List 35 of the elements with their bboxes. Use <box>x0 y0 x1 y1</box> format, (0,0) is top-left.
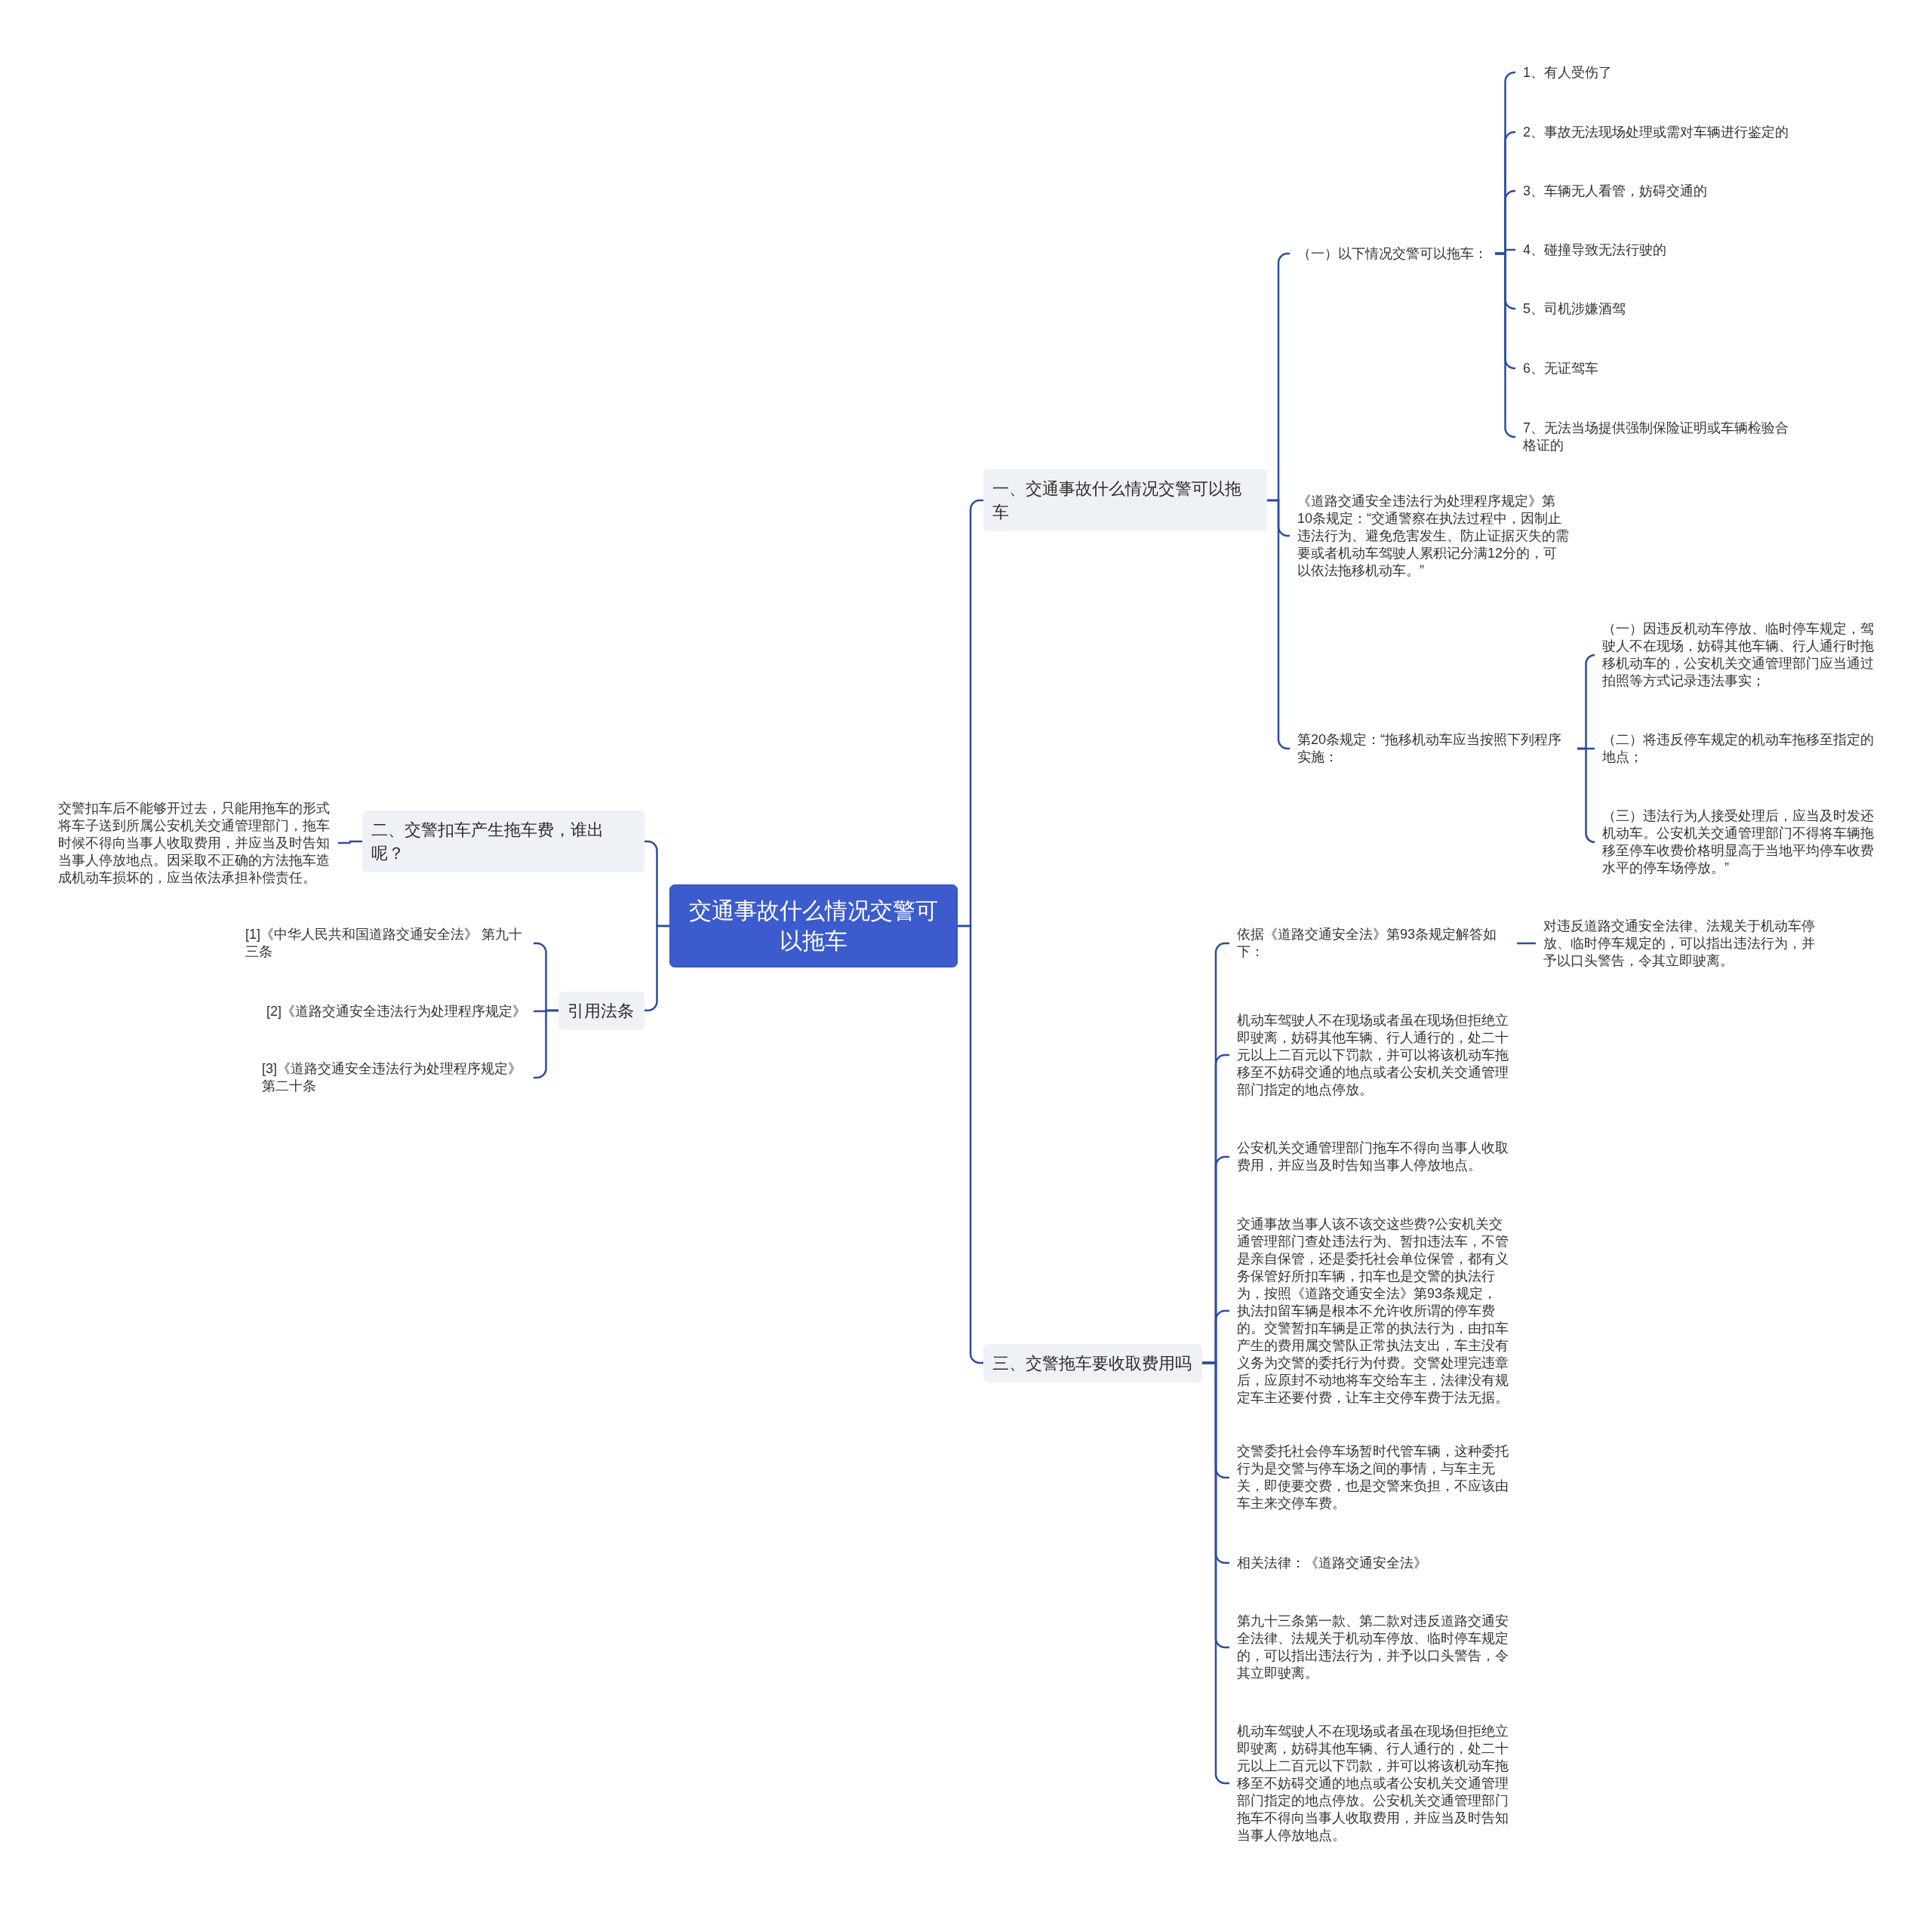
connector-line <box>1517 942 1536 945</box>
topic-text: 交警委托社会停车场暂时代管车辆，这种委托行为是交警与停车场之间的事情，与车主无关，即使要交费，也是交警来负担，不应该由车主来交停车费。 <box>1229 1441 1517 1515</box>
topic-text: [3]《道路交通安全违法行为处理程序规定》第二十条 <box>254 1058 534 1097</box>
topic-text: [1]《中华人民共和国道路交通安全法》 第九十三条 <box>238 924 534 963</box>
topic-text: [2]《道路交通安全违法行为处理程序规定》 <box>259 1000 534 1023</box>
topic-text: 7、无法当场提供强制保险证明或车辆检验合格证的 <box>1515 417 1803 457</box>
topic-text: （二）将违反停车规定的机动车拖移至指定的地点； <box>1595 729 1882 768</box>
subtopic-box: 引用法条 <box>558 991 645 1030</box>
topic-text: 机动车驾驶人不在现场或者虽在现场但拒绝立即驶离，妨碍其他车辆、行人通行的，处二十元以上二百元以下罚款，并可以将该机动车拖移至不妨碍交通的地点或者公安机关交通管理部门指定的地点停放。 <box>1229 1009 1517 1101</box>
topic-text: 1、有人受伤了 <box>1515 61 1620 84</box>
topic-text: （一）以下情况交警可以拖车： <box>1290 242 1495 265</box>
subtopic-box: 三、交警拖车要收取费用吗 <box>983 1343 1202 1383</box>
topic-text: 依据《道路交通安全法》第93条规定解答如下： <box>1229 924 1517 963</box>
topic-text: 交通事故当事人该不该交这些费?公安机关交通管理部门查处违法行为、暂扣违法车，不管是亲自保管，还是委托社会单位保管，都有义务保管好所扣车辆，扣车也是交警的执法行为，按照《道路交通安全法》第93条规定，执法扣留车辆是根本不允许收所谓的停车费的。交警暂扣车辆是正常的执法行为，由扣车产生的费用属交警队正常执法支出，车主没有义务为交警的委托行为付费。交警处理完违章后，应原封不动地将车交给车主，法律没有规定车主还要付费，让车主交停车费于法无据。 <box>1229 1213 1517 1409</box>
topic-text: 《道路交通安全违法行为处理程序规定》第10条规定：“交通警察在执法过程中，因制止违法行为、避免危害发生、防止证据灭失的需要或者机动车驾驶人累积记分满12分的，可以依法拖移机动车。” <box>1290 490 1577 582</box>
central-topic-box: 交通事故什么情况交警可以拖车 <box>669 884 958 967</box>
subtopic-box: 一、交通事故什么情况交警可以拖车 <box>983 469 1267 531</box>
topic-text: 交警扣车后不能够开过去，只能用拖车的形式将车子送到所属公安机关交通管理部门，拖车时候不得向当事人收取费用，并应当及时告知当事人停放地点。因采取不正确的方法拖车造成机动车损坏的，应当依法承担补偿责任。 <box>51 797 338 889</box>
topic-text: 4、碰撞导致无法行驶的 <box>1515 238 1674 261</box>
topic-text: （一）因违反机动车停放、临时停车规定，驾驶人不在现场，妨碍其他车辆、行人通行时拖移机动车的，公安机关交通管理部门应当通过拍照等方式记录违法事实； <box>1595 618 1882 692</box>
topic-text: 公安机关交通管理部门拖车不得向当事人收取费用，并应当及时告知当事人停放地点。 <box>1229 1137 1517 1176</box>
topic-text: 第20条规定：“拖移机动车应当按照下列程序实施： <box>1290 729 1577 768</box>
topic-text: 3、车辆无人看管，妨碍交通的 <box>1515 180 1715 202</box>
topic-text: 对违反道路交通安全法律、法规关于机动车停放、临时停车规定的，可以指出违法行为，并予以口头警告，令其立即驶离。 <box>1536 915 1823 972</box>
topic-text: 相关法律：《道路交通安全法》 <box>1229 1552 1435 1574</box>
topic-text: （三）违法行为人接受处理后，应当及时发还机动车。公安机关交通管理部门不得将车辆拖移至停车收费价格明显高于当地平均停车收费水平的停车场停放。” <box>1595 805 1882 879</box>
topic-text: 5、司机涉嫌酒驾 <box>1515 297 1633 320</box>
topic-text: 机动车驾驶人不在现场或者虽在现场但拒绝立即驶离，妨碍其他车辆、行人通行的，处二十元以上二百元以下罚款，并可以将该机动车拖移至不妨碍交通的地点或者公安机关交通管理部门指定的地点停放。公安机关交通管理部门拖车不得向当事人收取费用，并应当及时告知当事人停放地点。 <box>1229 1720 1517 1847</box>
connector-line <box>1495 252 1516 438</box>
topic-text: 6、无证驾车 <box>1515 357 1606 380</box>
subtopic-box: 二、交警扣车产生拖车费，谁出呢？ <box>362 810 645 872</box>
connector-line <box>1577 747 1596 844</box>
topic-text: 第九十三条第一款、第二款对违反道路交通安全法律、法规关于机动车停放、临时停车规定的，可以指出违法行为，并予以口头警告，令其立即驶离。 <box>1229 1610 1517 1684</box>
connector-line <box>338 840 362 844</box>
topic-text: 2、事故无法现场处理或需对车辆进行鉴定的 <box>1515 121 1796 143</box>
